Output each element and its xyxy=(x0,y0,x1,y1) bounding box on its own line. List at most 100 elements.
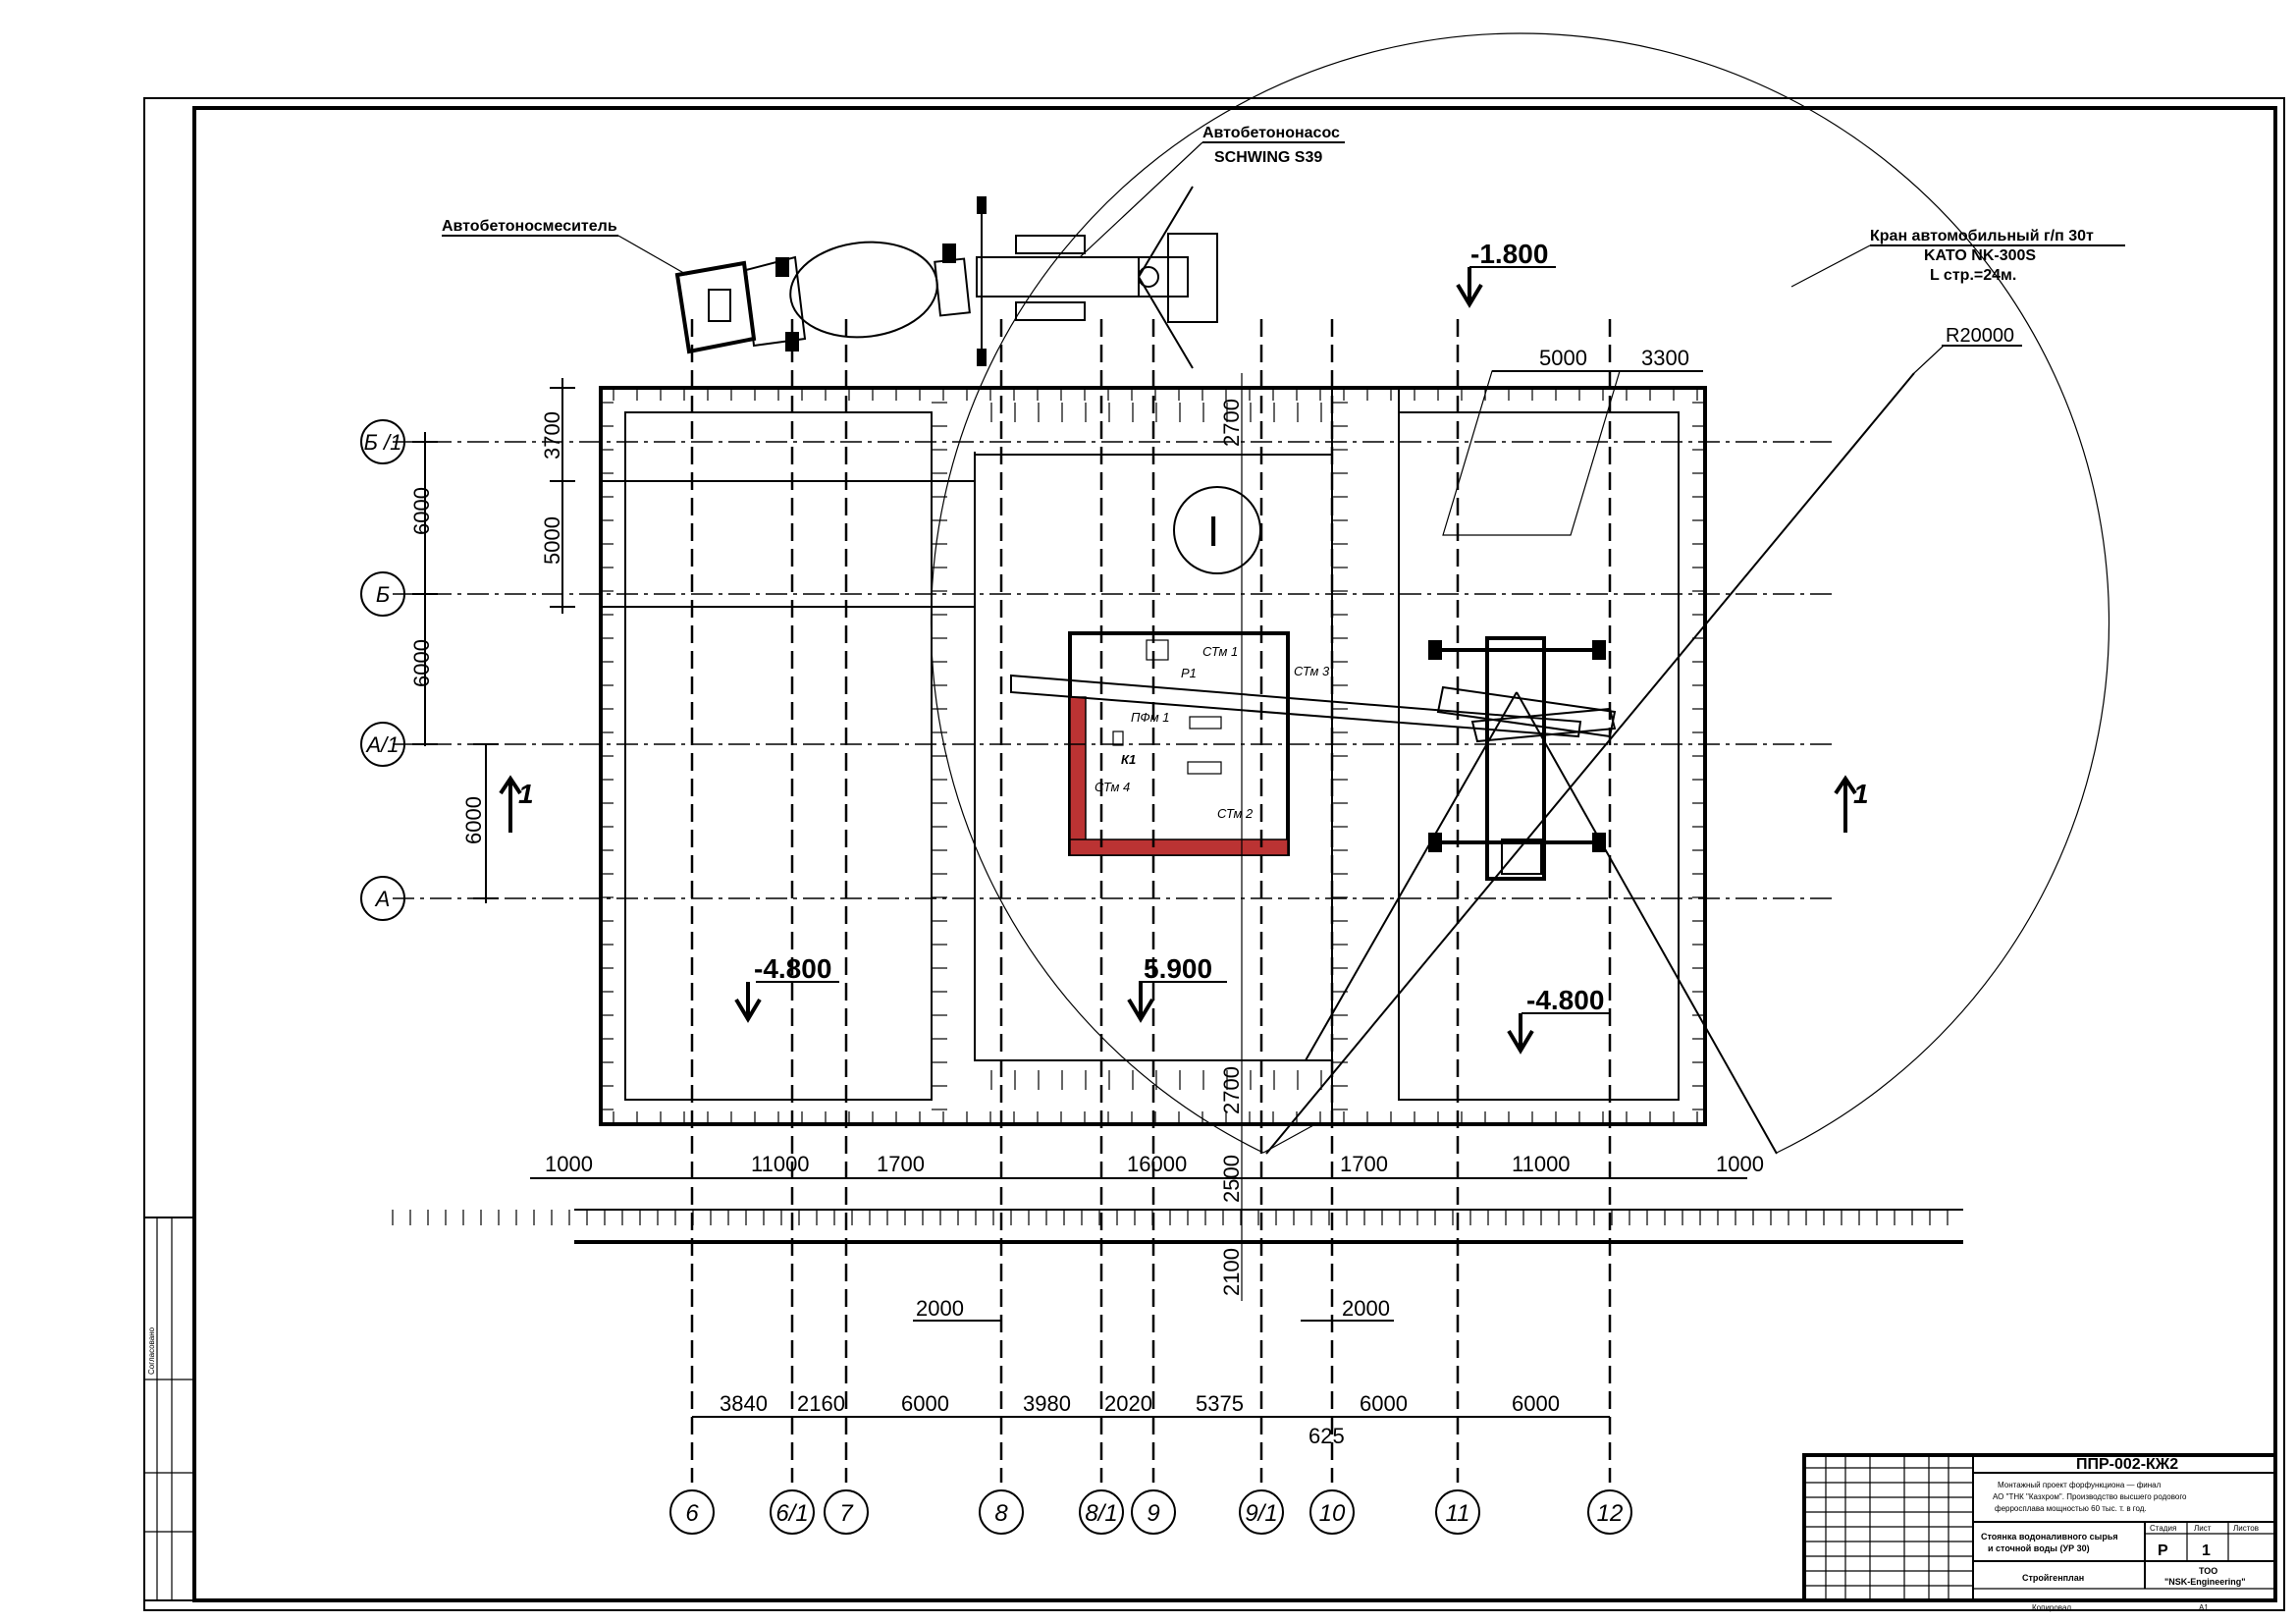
callout-crane-model: KATO NK-300S xyxy=(1924,247,2036,264)
row-axis-bubble xyxy=(360,876,405,921)
column-axis-bubble xyxy=(1131,1489,1176,1535)
callout-crane-boom: L стр.=24м. xyxy=(1930,267,2016,284)
approved-label: Согласовано xyxy=(147,1326,156,1375)
row-axis-bubble xyxy=(360,419,405,464)
dim-chain-5: 2020 xyxy=(1104,1391,1152,1416)
column-axis-label: 9/1 xyxy=(1245,1500,1277,1527)
column-axis-bubble xyxy=(1309,1489,1355,1535)
section-marks xyxy=(499,775,1857,833)
label-stm4: СТм 4 xyxy=(1095,780,1130,794)
dim-chain-2: 2160 xyxy=(797,1391,845,1416)
column-axis-label: 10 xyxy=(1319,1500,1346,1527)
slope-hatching xyxy=(392,388,1949,1225)
column-axis-bubble xyxy=(1587,1489,1632,1535)
label-stm2: СТм 2 xyxy=(1217,806,1254,821)
column-axis-bubble xyxy=(1079,1489,1124,1535)
dim-5000-v: 5000 xyxy=(540,516,564,565)
column-axis-label: 8 xyxy=(994,1500,1008,1527)
section-mark-left: 1 xyxy=(518,779,534,809)
elevation-marks xyxy=(734,266,1610,1055)
dim-chain-6: 5375 xyxy=(1196,1391,1244,1416)
dim-chain-8: 6000 xyxy=(1512,1391,1560,1416)
title-project-1: Монтажный проект форфункциона — финал xyxy=(1998,1481,2162,1489)
callout-crane-title: Кран автомобильный г/п 30т xyxy=(1870,228,2094,244)
dim-bottom-7: 1000 xyxy=(1716,1152,1764,1176)
dim-2100: 2100 xyxy=(1219,1248,1244,1296)
dim-chain-1: 3840 xyxy=(720,1391,768,1416)
dim-6000-b: 6000 xyxy=(409,639,434,687)
title-company-1: ТОО xyxy=(2199,1566,2217,1576)
row-axis-bubble xyxy=(360,722,405,767)
title-drawing-2: и сточной воды (УР 30) xyxy=(1988,1543,2090,1553)
crane-swing-arc xyxy=(930,32,2110,1154)
title-drawing-name: Стройгенплан xyxy=(2022,1573,2084,1583)
dim-bottom-3: 1700 xyxy=(877,1152,925,1176)
vertical-dimensions xyxy=(412,378,575,903)
dim-bottom-1: 1000 xyxy=(545,1152,593,1176)
title-stage-header: Стадия xyxy=(2150,1524,2176,1533)
column-axis-label: 8/1 xyxy=(1085,1500,1117,1527)
column-axis-bubble xyxy=(824,1489,869,1535)
concrete-pump-truck xyxy=(976,186,1218,369)
elevation-top: -1.800 xyxy=(1470,239,1548,269)
road xyxy=(574,1209,1963,1244)
inner-frame xyxy=(192,106,2277,1602)
dim-2700-top: 2700 xyxy=(1219,399,1244,447)
right-pit xyxy=(1398,411,1680,1101)
title-sheets-header: Листов xyxy=(2233,1524,2259,1533)
dim-offset-right: 2000 xyxy=(1342,1296,1390,1321)
title-drawing-1: Стоянка водоналивного сырья xyxy=(1981,1532,2118,1542)
column-axis-label: 11 xyxy=(1446,1500,1470,1527)
callout-pump-model: SCHWING S39 xyxy=(1214,149,1322,166)
label-stm3: СТм 3 xyxy=(1294,664,1330,678)
title-project-3: ферросплава мощностью 60 тыс. т. в год. xyxy=(1995,1504,2147,1513)
column-axis-label: 6/1 xyxy=(775,1500,808,1527)
dim-5000-h: 5000 xyxy=(1539,346,1587,370)
title-sheet: 1 xyxy=(2202,1542,2211,1559)
dim-bottom-4: 16000 xyxy=(1127,1152,1187,1176)
dim-chain-4: 3980 xyxy=(1023,1391,1071,1416)
column-axis-label: 12 xyxy=(1597,1500,1624,1527)
callout-radius: R20000 xyxy=(1946,325,2014,347)
row-axis-lines xyxy=(393,441,1836,899)
left-pit xyxy=(624,411,933,1101)
dim-6000-c: 6000 xyxy=(461,796,486,844)
crane-boom xyxy=(1265,372,1915,1155)
label-stm1: СТм 1 xyxy=(1202,644,1238,659)
crane-vehicle xyxy=(1010,636,1617,881)
concrete-mixer-truck xyxy=(674,241,971,354)
dim-3700: 3700 xyxy=(540,411,564,460)
column-axis-bubble xyxy=(1239,1489,1284,1535)
dim-bottom-5: 1700 xyxy=(1340,1152,1388,1176)
label-k1: К1 xyxy=(1121,752,1136,767)
row-axis-markers: Б /1БА/1А xyxy=(360,419,405,921)
column-axis-bubble xyxy=(770,1489,815,1535)
callout-mixer: Автобетоносмеситель xyxy=(442,218,617,235)
title-code: ППР-002-КЖ2 xyxy=(2076,1456,2178,1473)
title-format: А1 xyxy=(2199,1603,2209,1612)
column-axis-label: 6 xyxy=(685,1500,699,1527)
dim-chain-3: 6000 xyxy=(901,1391,949,1416)
title-format-label: Копировал xyxy=(2032,1603,2071,1612)
dim-chain-7: 6000 xyxy=(1360,1391,1408,1416)
column-axis-bubble xyxy=(979,1489,1024,1535)
outer-frame xyxy=(143,97,2285,1611)
block-mark: I xyxy=(1207,508,1219,556)
row-axis-label: А xyxy=(374,887,391,911)
elevation-center: 5.900 xyxy=(1144,953,1212,984)
dim-2700-bottom: 2700 xyxy=(1219,1066,1244,1114)
storage-area xyxy=(1442,370,1621,536)
dim-3300: 3300 xyxy=(1641,346,1689,370)
elevation-left: -4.800 xyxy=(754,953,831,984)
title-stage: Р xyxy=(2158,1542,2168,1559)
column-axis-bubble xyxy=(1435,1489,1480,1535)
dim-bottom-2: 11000 xyxy=(751,1152,810,1176)
label-p1: Р1 xyxy=(1181,666,1197,680)
elevation-right: -4.800 xyxy=(1526,985,1604,1015)
title-project-2: АО "ТНК "Казхром". Производство высшего … xyxy=(1993,1492,2187,1501)
column-axis-label: 9 xyxy=(1147,1500,1159,1527)
row-axis-bubble xyxy=(360,571,405,617)
dim-bottom-6: 11000 xyxy=(1512,1152,1571,1176)
column-axis-bubble xyxy=(669,1489,715,1535)
